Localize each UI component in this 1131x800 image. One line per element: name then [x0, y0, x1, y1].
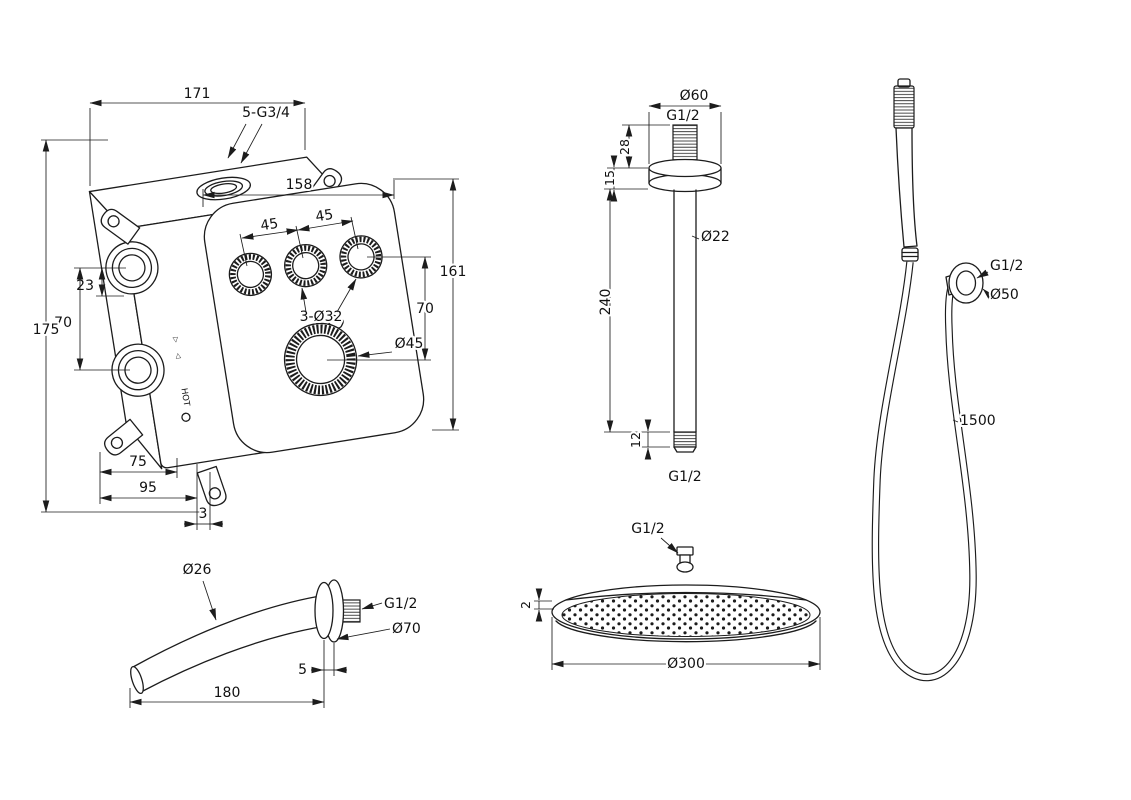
- dim-spout-flange: Ø70: [392, 621, 421, 637]
- valve-side-port-lower: [111, 343, 165, 397]
- dim-knob-pitch-b: 45: [314, 207, 334, 226]
- valve-faceplate: [203, 182, 425, 454]
- head-dimensions: G1/2 2 Ø300: [516, 519, 821, 674]
- triangle-mark-down: ◁: [174, 352, 183, 359]
- dim-knob-pitch-a: 45: [259, 216, 279, 235]
- shower-head-drawing: G1/2 2 Ø300: [516, 519, 821, 674]
- dim-spout-length: 180: [214, 685, 241, 701]
- spout-flange: [314, 581, 334, 640]
- label-top-ports: 5-G3/4: [242, 105, 290, 121]
- dim-head-rim-thk: 2: [518, 601, 533, 609]
- head-connector: [676, 546, 694, 556]
- label-arm-thread-bottom: G1/2: [668, 469, 701, 485]
- dim-arm-length: 240: [598, 289, 614, 316]
- arm-ceiling-flange: [648, 158, 722, 178]
- dim-depth-a: 75: [129, 454, 147, 470]
- dim-port-offset: 23: [76, 278, 94, 294]
- thermostat-knob: [283, 314, 358, 397]
- spout-outlet: [130, 665, 144, 695]
- dim-arm-tube: Ø22: [701, 229, 730, 245]
- dim-spout-tube: Ø26: [183, 562, 212, 578]
- triangle-mark-up: ▷: [171, 337, 180, 344]
- spray-face: [561, 593, 811, 637]
- hot-indicator-dot: [181, 412, 191, 422]
- label-holder-thread: G1/2: [990, 258, 1023, 274]
- dim-head-diameter: Ø300: [667, 656, 705, 672]
- dim-port-pitch: 70: [54, 315, 72, 331]
- spout-dimensions: Ø26 G1/2 Ø70 5 180: [129, 560, 423, 708]
- wall-holder: [945, 262, 984, 304]
- dim-hose-length: 1500: [960, 413, 996, 429]
- label-knob-diameter: 3-Ø32: [300, 309, 343, 325]
- valve-dimensions: 171 5-G3/4 158 161 23 70 175 75: [31, 84, 468, 530]
- dim-body-width: 171: [184, 86, 211, 102]
- arm-bottom-thread: [673, 431, 697, 448]
- dim-knob-drop: 70: [416, 301, 434, 317]
- mounting-ear-bottom-left: [103, 418, 144, 456]
- label-spout-thread: G1/2: [384, 596, 417, 612]
- dim-arm-tip-len: 12: [628, 432, 643, 448]
- hand-shower-dimensions: G1/2 Ø50 1500: [952, 256, 1025, 431]
- ceiling-arm-drawing: Ø60 G1/2 28 15 240 12 Ø22 G1/2: [596, 86, 732, 487]
- mounting-ear-bottom: [196, 465, 227, 507]
- arm-dimensions: Ø60 G1/2 28 15 240 12 Ø22 G1/2: [596, 86, 732, 487]
- dim-depth-b: 95: [139, 480, 157, 496]
- dim-body-height: 175: [33, 322, 60, 338]
- knob-1: [228, 252, 273, 297]
- arm-body: [648, 124, 722, 453]
- head-body: [551, 546, 821, 643]
- hand-shower-wand: [893, 78, 919, 262]
- dim-plate-thickness: 3: [199, 506, 208, 522]
- dim-arm-thread-len: 28: [617, 139, 632, 155]
- valve-drawing: ▷ ◁ HOT 171 5-G3/4: [31, 84, 468, 530]
- valve-side-port-upper: [105, 241, 159, 295]
- mounting-ear-top-left: [100, 208, 141, 245]
- dim-holder-flange: Ø50: [990, 287, 1019, 303]
- dim-plate-height: 161: [440, 264, 467, 280]
- spout-drawing: Ø26 G1/2 Ø70 5 180: [129, 560, 423, 708]
- hot-marking: HOT: [178, 387, 191, 407]
- knob-3: [339, 235, 383, 279]
- spout-body: [130, 579, 361, 695]
- dim-arm-flange: Ø60: [680, 88, 709, 104]
- label-arm-thread-top: G1/2: [666, 108, 699, 124]
- hand-shower-drawing: G1/2 Ø50 1500: [871, 78, 1025, 682]
- label-big-knob: Ø45: [395, 336, 424, 352]
- label-head-thread: G1/2: [631, 521, 664, 537]
- knob-2: [284, 244, 328, 288]
- dim-spout-flange-thk: 5: [298, 662, 307, 678]
- shower-hose: [871, 261, 977, 682]
- dim-plate-width: 158: [286, 177, 313, 193]
- dim-arm-flange-thk: 15: [602, 170, 617, 186]
